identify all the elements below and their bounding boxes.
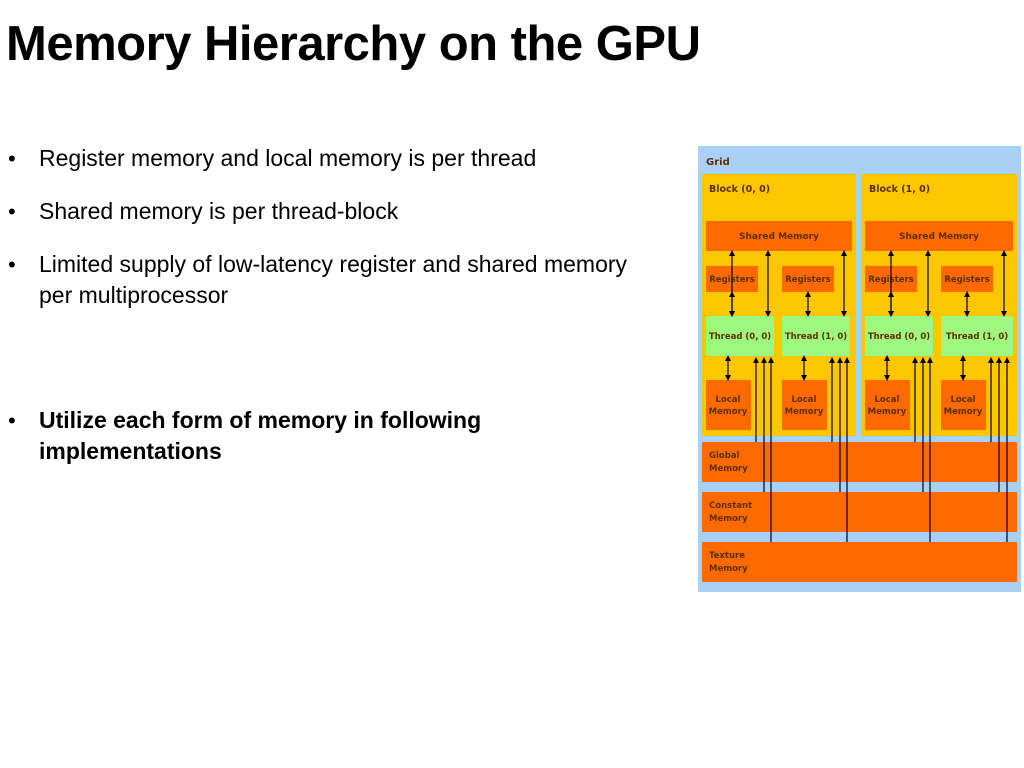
- connection-arrows: [725, 250, 1010, 542]
- bullet-text: Shared memory is per thread-block: [39, 198, 399, 224]
- global-memory: [702, 442, 1017, 482]
- shared-memory-block-0: [706, 221, 852, 251]
- thread-box: [706, 316, 774, 356]
- constant-memory-label: Constant: [709, 501, 752, 511]
- thread-label: Thread (0, 0): [709, 332, 771, 342]
- local-memory-box: [941, 380, 986, 430]
- bullet-marker: •: [8, 252, 16, 277]
- local-memory-box: [782, 380, 827, 430]
- thread-box: [941, 316, 1013, 356]
- thread-label: Thread (1, 0): [946, 332, 1008, 342]
- constant-memory: [702, 492, 1017, 532]
- texture-memory-label: Texture: [709, 551, 745, 561]
- memory-hierarchy-diagram: Grid Block (0, 0) Shared Memory Register…: [696, 144, 1024, 598]
- registers-box: [782, 266, 834, 292]
- local-memory-box: [865, 380, 910, 430]
- bullet-marker: •: [8, 146, 16, 171]
- registers-label: Registers: [944, 275, 989, 285]
- block-1-label: Block (1, 0): [869, 184, 930, 195]
- shared-memory-label: Shared Memory: [899, 232, 979, 242]
- thread-box: [782, 316, 850, 356]
- thread-label: Thread (0, 0): [868, 332, 930, 342]
- texture-memory: [702, 542, 1017, 582]
- thread-box: [865, 316, 933, 356]
- grid-label: Grid: [706, 157, 730, 168]
- constant-memory-label: Memory: [709, 514, 748, 524]
- bullet-text: Utilize each form of memory in following…: [39, 407, 482, 464]
- bullet-text: Register memory and local memory is per …: [39, 145, 537, 171]
- registers-label: Registers: [785, 275, 830, 285]
- bullet-text: Limited supply of low-latency register a…: [39, 251, 628, 308]
- block-0-label: Block (0, 0): [709, 184, 770, 195]
- global-memory-label: Global: [709, 451, 740, 461]
- texture-memory-label: Memory: [709, 564, 748, 574]
- shared-memory-block-1: [865, 221, 1013, 251]
- bullet-marker: •: [8, 408, 16, 433]
- shared-memory-label: Shared Memory: [739, 232, 819, 242]
- thread-label: Thread (1, 0): [785, 332, 847, 342]
- registers-box: [941, 266, 993, 292]
- local-memory-box: [706, 380, 751, 430]
- bullet-marker: •: [8, 199, 16, 224]
- slide-title: Memory Hierarchy on the GPU: [6, 17, 701, 71]
- global-memory-label: Memory: [709, 464, 748, 474]
